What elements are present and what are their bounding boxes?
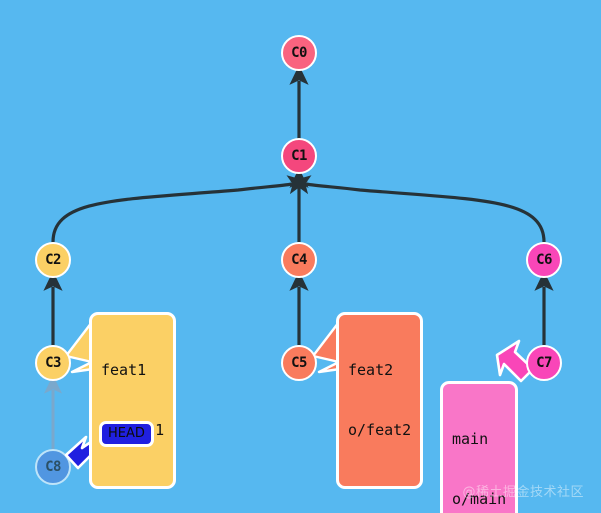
watermark-text: @稀土掘金技术社区: [462, 485, 584, 500]
commit-node-c4[interactable]: C4: [281, 242, 317, 278]
commit-label-c6: C6: [536, 252, 552, 268]
commit-label-c4: C4: [291, 252, 307, 268]
commit-node-c1[interactable]: C1: [281, 138, 317, 174]
commit-node-c8[interactable]: C8: [35, 449, 71, 485]
commit-node-c5[interactable]: C5: [281, 345, 317, 381]
branch-label-feat2-line1: feat2: [348, 361, 394, 379]
branch-label-main-line2: o/main: [452, 490, 507, 508]
branch-label-feat2[interactable]: feat2 o/feat2: [336, 312, 424, 489]
commit-label-c2: C2: [45, 252, 61, 268]
head-pointer-label[interactable]: HEAD: [99, 421, 154, 447]
commit-label-c1: C1: [291, 148, 307, 164]
commit-label-c0: C0: [291, 45, 307, 61]
commit-label-c5: C5: [291, 355, 307, 371]
branch-label-feat1[interactable]: feat1 o/feat1: [89, 312, 177, 489]
commit-label-c3: C3: [45, 355, 61, 371]
callout-arrow-main: [495, 339, 535, 383]
edge-c2-c1: [51, 175, 308, 243]
commit-label-c8: C8: [45, 459, 61, 475]
commit-node-c0[interactable]: C0: [281, 35, 317, 71]
commit-node-c7[interactable]: C7: [526, 345, 562, 381]
head-pointer-text: HEAD: [108, 426, 145, 441]
edge-c6-c1: [290, 175, 546, 243]
commit-node-c2[interactable]: C2: [35, 242, 71, 278]
branch-label-feat1-line1: feat1: [101, 361, 147, 379]
branch-label-feat2-line2: o/feat2: [348, 421, 412, 439]
commit-node-c3[interactable]: C3: [35, 345, 71, 381]
branch-label-main-line1: main: [452, 430, 489, 448]
commit-node-c6[interactable]: C6: [526, 242, 562, 278]
branch-label-main[interactable]: main o/main: [440, 381, 519, 513]
commit-label-c7: C7: [536, 355, 552, 371]
